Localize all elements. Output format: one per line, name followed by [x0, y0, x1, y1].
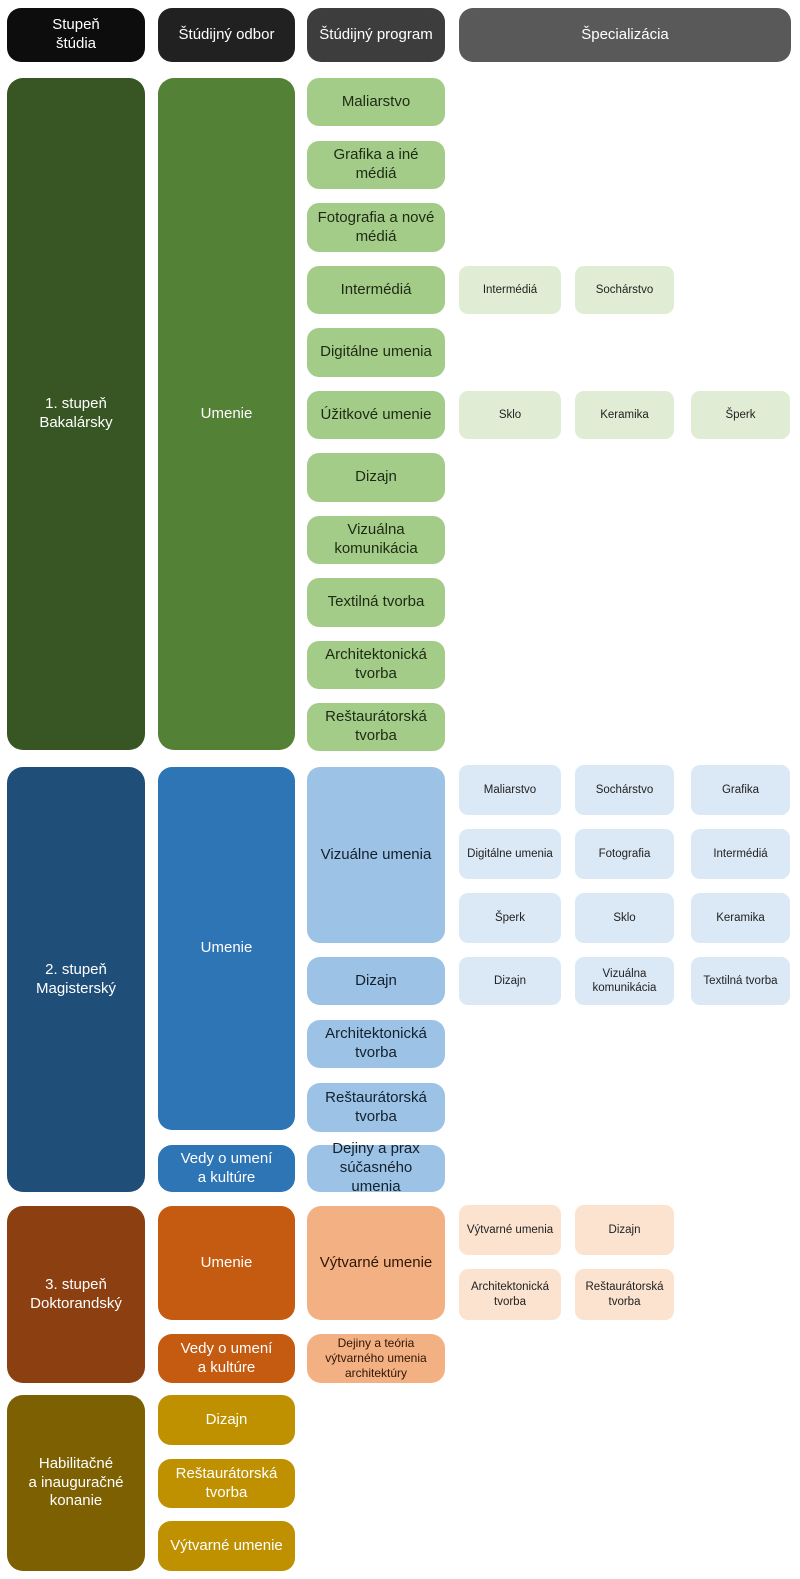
program-maliarstvo: Maliarstvo [307, 78, 445, 126]
spec-sklo-bc: Sklo [459, 391, 561, 439]
spec-keramika-bc: Keramika [575, 391, 674, 439]
spec-intermedia-bc: Intermédiá [459, 266, 561, 314]
field-doctoral-umenie: Umenie [158, 1206, 295, 1320]
program-uzitkove-umenie: Úžitkové umenie [307, 391, 445, 439]
spec-socharstvo-bc: Sochárstvo [575, 266, 674, 314]
program-architektonicka-tvorba-mgr: Architektonická tvorba [307, 1020, 445, 1068]
level-habilitation: Habilitačné a inauguračné konanie [7, 1395, 145, 1571]
program-vizualne-umenia: Vizuálne umenia [307, 767, 445, 943]
program-dizajn-mgr: Dizajn [307, 957, 445, 1005]
field-bachelor-umenie: Umenie [158, 78, 295, 750]
program-vytvarne-umenie-phd: Výtvarné umenie [307, 1206, 445, 1320]
habilitation-restauratorska-tvorba: Reštaurátorská tvorba [158, 1459, 295, 1508]
program-fotografia-a-nove-media: Fotografia a nové médiá [307, 203, 445, 252]
header-field: Štúdijný odbor [158, 8, 295, 62]
program-grafika-a-ine-media: Grafika a iné médiá [307, 141, 445, 189]
header-level: Stupeň štúdia [7, 8, 145, 62]
program-dejiny-a-teoria-vytvarneho-umenia: Dejiny a teória výtvarného umenia archit… [307, 1334, 445, 1383]
spec-maliarstvo-mgr: Maliarstvo [459, 765, 561, 815]
spec-intermedia-mgr: Intermédiá [691, 829, 790, 879]
level-doctoral: 3. stupeň Doktorandský [7, 1206, 145, 1383]
spec-sperk-mgr: Šperk [459, 893, 561, 943]
program-vizualna-komunikacia: Vizuálna komunikácia [307, 516, 445, 564]
habilitation-dizajn: Dizajn [158, 1395, 295, 1445]
field-master-vedy-o-umeni: Vedy o umení a kultúre [158, 1145, 295, 1192]
program-digitalne-umenia: Digitálne umenia [307, 328, 445, 377]
spec-sklo-mgr: Sklo [575, 893, 674, 943]
level-master: 2. stupeň Magisterský [7, 767, 145, 1192]
spec-vizualna-komunikacia-mgr: Vizuálna komunikácia [575, 957, 674, 1005]
spec-digitalne-umenia-mgr: Digitálne umenia [459, 829, 561, 879]
spec-socharstvo-mgr: Sochárstvo [575, 765, 674, 815]
spec-vytvarne-umenia-phd: Výtvarné umenia [459, 1205, 561, 1255]
spec-grafika-mgr: Grafika [691, 765, 790, 815]
field-doctoral-vedy-o-umeni: Vedy o umení a kultúre [158, 1334, 295, 1383]
field-master-umenie: Umenie [158, 767, 295, 1130]
program-architektonicka-tvorba-bc: Architektonická tvorba [307, 641, 445, 689]
level-bachelor: 1. stupeň Bakalársky [7, 78, 145, 750]
spec-dizajn-mgr: Dizajn [459, 957, 561, 1005]
program-textilna-tvorba: Textilná tvorba [307, 578, 445, 627]
header-specialization: Špecializácia [459, 8, 791, 62]
spec-restauratorska-tvorba-phd: Reštaurátorská tvorba [575, 1269, 674, 1320]
program-restauratorska-tvorba-mgr: Reštaurátorská tvorba [307, 1083, 445, 1132]
header-program: Štúdijný program [307, 8, 445, 62]
program-dejiny-a-prax-sucasneho-umenia: Dejiny a prax súčasného umenia [307, 1140, 445, 1195]
spec-keramika-mgr: Keramika [691, 893, 790, 943]
program-restauratorska-tvorba-bc: Reštaurátorská tvorba [307, 703, 445, 751]
habilitation-vytvarne-umenie: Výtvarné umenie [158, 1521, 295, 1571]
spec-sperk-bc: Šperk [691, 391, 790, 439]
spec-fotografia-mgr: Fotografia [575, 829, 674, 879]
program-dizajn-bc: Dizajn [307, 453, 445, 502]
spec-textilna-tvorba-mgr: Textilná tvorba [691, 957, 790, 1005]
spec-architektonicka-tvorba-phd: Architektonická tvorba [459, 1269, 561, 1320]
program-intermedia: Intermédiá [307, 266, 445, 314]
spec-dizajn-phd: Dizajn [575, 1205, 674, 1255]
